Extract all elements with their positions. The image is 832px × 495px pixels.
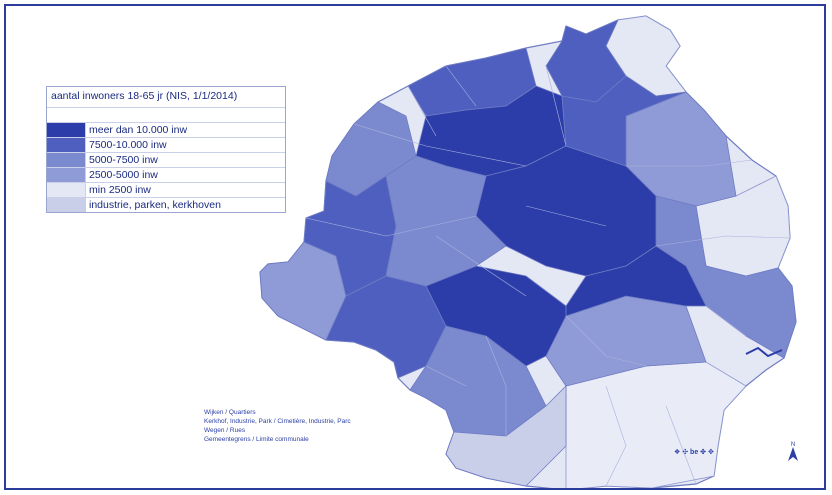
district-core-west xyxy=(385,155,507,287)
map-key-item: Wijken / Quartiers xyxy=(204,409,256,416)
district-se-light xyxy=(565,361,747,488)
legend-swatch xyxy=(47,168,86,182)
logo-text: be xyxy=(690,449,699,456)
legend-swatch xyxy=(47,153,86,167)
legend-swatch xyxy=(47,123,86,137)
legend-swatch xyxy=(47,183,86,197)
logo-icon: ❖ ✣ xyxy=(674,449,689,456)
legend-label: meer dan 10.000 inw xyxy=(89,124,188,136)
legend-swatch xyxy=(47,198,86,212)
population-legend: aantal inwoners 18-65 jr (NIS, 1/1/2014)… xyxy=(46,86,286,213)
map-key-item: Kerkhof, Industrie, Park / Cimetière, In… xyxy=(204,418,351,425)
brussels-logo: ❖ ✣ be ✤ ✥ xyxy=(674,448,714,456)
legend-row: meer dan 10.000 inw xyxy=(47,123,285,138)
legend-row: 5000-7500 inw xyxy=(47,153,285,168)
legend-spacer xyxy=(47,108,285,123)
legend-label: min 2500 inw xyxy=(89,184,151,196)
district-core-ne xyxy=(561,75,687,167)
map-frame: aantal inwoners 18-65 jr (NIS, 1/1/2014)… xyxy=(4,4,826,490)
district-core-east xyxy=(565,245,707,317)
canal xyxy=(745,346,783,358)
legend-label: 2500-5000 inw xyxy=(89,169,158,181)
legend-row: 7500-10.000 inw xyxy=(47,138,285,153)
district-core-south xyxy=(425,265,567,367)
brussels-districts-map xyxy=(259,15,797,488)
legend-swatch xyxy=(47,138,86,152)
district-boundaries xyxy=(305,65,791,487)
legend-label: industrie, parken, kerkhoven xyxy=(89,199,221,211)
map-key-item: Gemeentegrens / Limite communale xyxy=(204,436,309,443)
north-arrow-icon: N xyxy=(788,442,798,461)
svg-text:N: N xyxy=(791,442,795,448)
logo-icon: ✤ ✥ xyxy=(700,449,714,456)
map-key-item: Wegen / Rues xyxy=(204,427,246,434)
legend-row: min 2500 inw xyxy=(47,183,285,198)
legend-title: aantal inwoners 18-65 jr (NIS, 1/1/2014) xyxy=(47,87,285,108)
legend-row: industrie, parken, kerkhoven xyxy=(47,198,285,212)
district-ne-medium xyxy=(545,19,627,103)
legend-row: 2500-5000 inw xyxy=(47,168,285,183)
legend-label: 7500-10.000 inw xyxy=(89,139,167,151)
map-key: Wijken / Quartiers Kerkhof, Industrie, P… xyxy=(204,408,351,444)
legend-label: 5000-7500 inw xyxy=(89,154,158,166)
